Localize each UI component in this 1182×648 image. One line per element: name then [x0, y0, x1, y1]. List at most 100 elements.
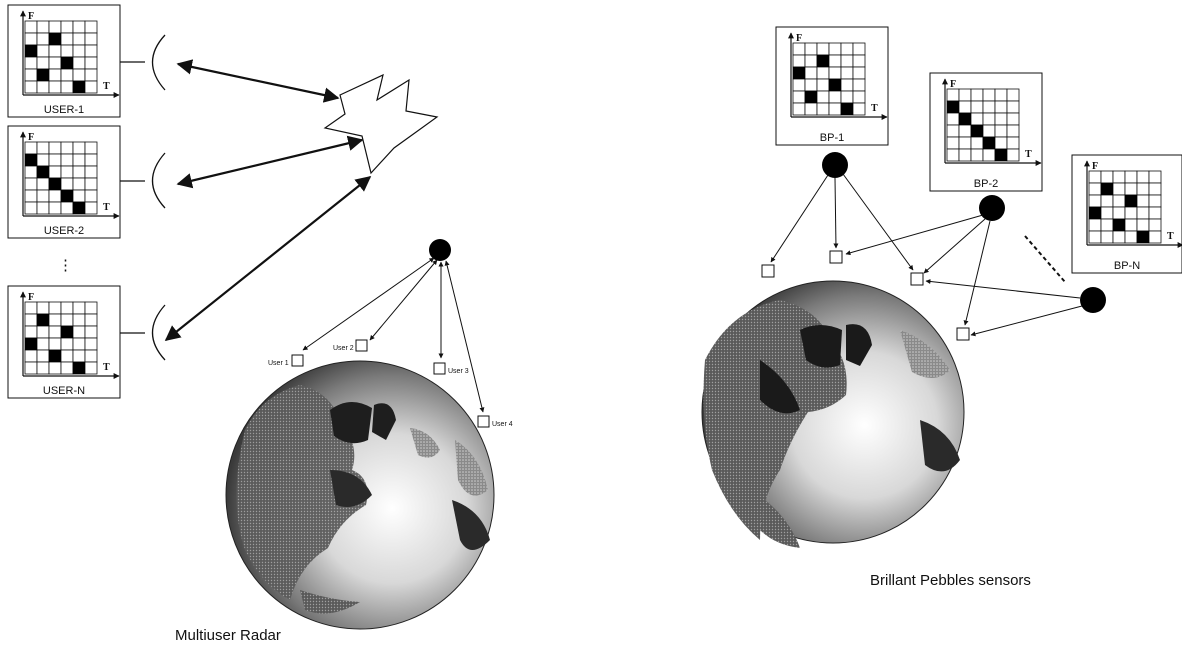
grid-cell — [1088, 170, 1102, 184]
user-link-1 — [302, 257, 435, 351]
grid-cell — [970, 136, 984, 150]
grid-cell — [24, 301, 38, 315]
code-chip — [73, 81, 85, 93]
grid-cell — [958, 88, 972, 102]
grid-cell — [48, 153, 62, 167]
grid-cell — [816, 78, 830, 92]
grid-cell — [60, 153, 74, 167]
grid-cell — [1148, 218, 1162, 232]
code-chip — [1101, 183, 1113, 195]
grid-cell — [1112, 182, 1126, 196]
grid-cell — [1136, 218, 1150, 232]
grid-cell — [828, 66, 842, 80]
grid-cell — [72, 349, 86, 363]
grid-cell — [48, 20, 62, 34]
grid-cell — [60, 141, 74, 155]
user-terminal-4 — [477, 415, 490, 428]
grid-cell — [1112, 170, 1126, 184]
grid-cell — [60, 201, 74, 215]
panel-label: USER-N — [43, 385, 85, 397]
grid-cell — [958, 124, 972, 138]
grid-cell — [36, 141, 50, 155]
grid-cell — [828, 90, 842, 104]
code-panel-user-1: F T USER-1 — [7, 4, 121, 118]
earth-globe-right — [701, 280, 965, 548]
grid-cell — [24, 141, 38, 155]
grid-cell — [816, 42, 830, 56]
grid-cell — [72, 301, 86, 315]
grid-cell — [1100, 194, 1114, 208]
grid-cell — [1088, 182, 1102, 196]
grid-cell — [994, 124, 1008, 138]
grid-cell — [72, 141, 86, 155]
grid-cell — [828, 102, 842, 116]
grid-cell — [84, 301, 98, 315]
t-axis-label: T — [103, 81, 110, 92]
grid-cell — [1124, 218, 1138, 232]
code-chip — [37, 314, 49, 326]
grid-cell — [48, 80, 62, 94]
grid-cell — [994, 88, 1008, 102]
grid-cell — [84, 361, 98, 375]
grid-cell — [72, 177, 86, 191]
grid-cell — [1006, 124, 1020, 138]
code-chip — [793, 67, 805, 79]
code-chip — [37, 69, 49, 81]
code-chip — [1125, 195, 1137, 207]
ground-target-2 — [829, 250, 843, 264]
dashed-ellipsis — [1024, 235, 1066, 283]
grid-cell — [72, 165, 86, 179]
grid-cell — [60, 165, 74, 179]
code-chip — [959, 113, 971, 125]
grid-cell — [48, 44, 62, 58]
code-chip — [37, 166, 49, 178]
grid-cell — [1006, 88, 1020, 102]
panel-label: USER-1 — [44, 104, 84, 116]
grid-cell — [24, 189, 38, 203]
grid-cell — [852, 66, 866, 80]
grid-cell — [852, 102, 866, 116]
grid-cell — [84, 44, 98, 58]
grid-cell — [48, 337, 62, 351]
grid-cell — [84, 32, 98, 46]
grid-cell — [24, 20, 38, 34]
grid-cell — [84, 313, 98, 327]
grid-cell — [36, 189, 50, 203]
grid-cell — [72, 189, 86, 203]
grid-cell — [24, 80, 38, 94]
grid-cell — [1112, 230, 1126, 244]
grid-cell — [72, 313, 86, 327]
f-axis-label: F — [796, 33, 802, 44]
ground-target-4 — [956, 327, 970, 341]
grid-cell — [36, 201, 50, 215]
grid-cell — [72, 32, 86, 46]
grid-cell — [24, 68, 38, 82]
grid-cell — [48, 165, 62, 179]
user-label-1: User 1 — [268, 360, 289, 367]
satellite-node-left — [429, 239, 451, 261]
ground-target-1 — [761, 264, 775, 278]
grid-cell — [1148, 206, 1162, 220]
grid-cell — [1124, 170, 1138, 184]
grid-cell — [946, 148, 960, 162]
f-axis-label: F — [28, 11, 34, 22]
t-axis-label: T — [1167, 231, 1174, 242]
grid-cell — [60, 337, 74, 351]
grid-cell — [816, 90, 830, 104]
grid-cell — [60, 361, 74, 375]
grid-cell — [60, 301, 74, 315]
grid-cell — [946, 88, 960, 102]
grid-cell — [84, 153, 98, 167]
grid-cell — [816, 102, 830, 116]
f-axis-label: F — [28, 292, 34, 303]
f-axis-label: F — [950, 79, 956, 90]
grid-cell — [1124, 182, 1138, 196]
pebble-satellite-2 — [979, 195, 1005, 221]
t-axis-label: T — [871, 103, 878, 114]
grid-cell — [792, 78, 806, 92]
grid-cell — [840, 42, 854, 56]
code-chip — [73, 362, 85, 374]
